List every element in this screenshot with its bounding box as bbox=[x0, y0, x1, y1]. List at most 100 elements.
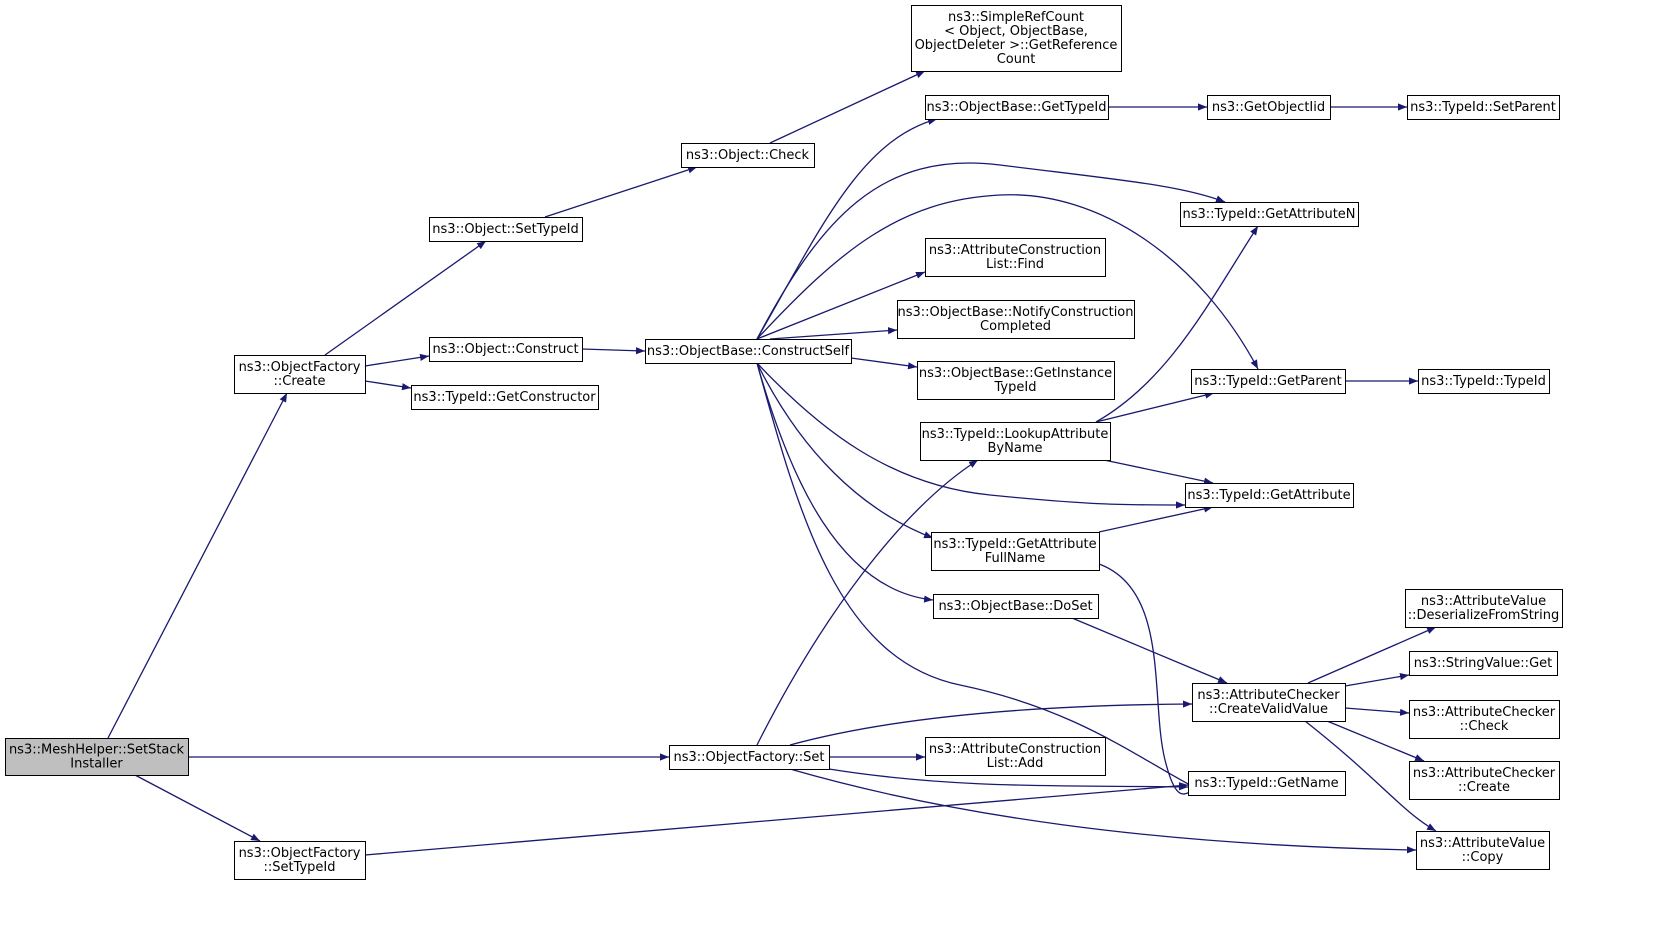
node-av_deserialize[interactable]: ns3::AttributeValue::DeserializeFromStri… bbox=[1405, 589, 1563, 628]
node-label-line: ns3::Object::SetTypeId bbox=[432, 222, 578, 237]
node-label-line: ns3::AttributeConstruction bbox=[929, 742, 1101, 757]
node-label-line: ns3::ObjectFactory::Set bbox=[673, 750, 824, 765]
node-label-line: ns3::TypeId::TypeId bbox=[1421, 374, 1546, 389]
node-sv_get[interactable]: ns3::StringValue::Get bbox=[1409, 651, 1558, 676]
node-label-line: ns3::AttributeChecker bbox=[1197, 688, 1340, 703]
edge-tid_lookup-to-tid_getattribute bbox=[1103, 459, 1214, 485]
node-obj_construct[interactable]: ns3::Object::Construct bbox=[429, 337, 583, 362]
node-label-line: ns3::TypeId::SetParent bbox=[1410, 100, 1556, 115]
node-label-line: ::Create bbox=[274, 374, 326, 389]
node-label-line: ns3::AttributeConstruction bbox=[929, 243, 1101, 258]
edge-of_settypeid-to-tid_getname bbox=[364, 782, 1189, 856]
node-ob_gettypeid[interactable]: ns3::ObjectBase::GetTypeId bbox=[925, 95, 1109, 120]
edge-ob_constructself-to-tid_getattributen bbox=[756, 162, 1226, 340]
node-av_copy[interactable]: ns3::AttributeValue::Copy bbox=[1416, 831, 1550, 870]
edge-obj_settypeid-to-obj_check bbox=[544, 166, 698, 218]
edge-ob_constructself-to-tid_getattribute bbox=[756, 362, 1186, 509]
node-getobjectiid[interactable]: ns3::GetObjectIid bbox=[1207, 95, 1331, 120]
node-ob_notify[interactable]: ns3::ObjectBase::NotifyConstructionCompl… bbox=[897, 300, 1135, 339]
edge-ac_createvalid-to-av_copy bbox=[1304, 720, 1437, 832]
node-label-line: ns3::ObjectBase::GetInstance bbox=[919, 366, 1112, 381]
edge-ob_constructself-to-ob_getinstance bbox=[850, 357, 918, 370]
node-of_settypeid[interactable]: ns3::ObjectFactory::SetTypeId bbox=[234, 841, 366, 880]
node-tid_getconstructor[interactable]: ns3::TypeId::GetConstructor bbox=[411, 385, 599, 410]
node-label-line: ns3::TypeId::GetParent bbox=[1194, 374, 1342, 389]
node-label-line: ns3::StringValue::Get bbox=[1414, 656, 1552, 671]
node-ob_constructself[interactable]: ns3::ObjectBase::ConstructSelf bbox=[645, 339, 852, 364]
edge-ob_constructself-to-ob_notify bbox=[769, 327, 898, 340]
node-label-line: ByName bbox=[988, 441, 1043, 456]
edge-tid_getattrfullname-to-tid_getattribute bbox=[1098, 505, 1214, 533]
edge-of_create-to-tid_getconstructor bbox=[364, 380, 412, 391]
node-obj_settypeid[interactable]: ns3::Object::SetTypeId bbox=[429, 217, 583, 242]
node-label-line: ns3::TypeId::GetName bbox=[1194, 776, 1338, 791]
node-label-line: ns3::TypeId::GetConstructor bbox=[413, 390, 596, 405]
node-tid_typeid[interactable]: ns3::TypeId::TypeId bbox=[1418, 369, 1550, 394]
node-ac_create[interactable]: ns3::AttributeChecker::Create bbox=[1409, 761, 1560, 800]
node-tid_getattribute[interactable]: ns3::TypeId::GetAttribute bbox=[1185, 483, 1354, 508]
node-label-line: List::Find bbox=[986, 257, 1044, 272]
node-tid_getname[interactable]: ns3::TypeId::GetName bbox=[1188, 771, 1346, 796]
edge-tid_lookup-to-tid_getparent bbox=[1095, 391, 1215, 423]
node-label-line: ns3::TypeId::GetAttribute bbox=[933, 537, 1096, 552]
node-label-line: ns3::AttributeChecker bbox=[1413, 705, 1556, 720]
edge-tid_getattrfullname-to-tid_getname bbox=[1098, 563, 1208, 795]
node-of_create[interactable]: ns3::ObjectFactory::Create bbox=[234, 355, 366, 394]
node-label-line: TypeId bbox=[994, 380, 1037, 395]
edge-ob_constructself-to-tid_getattrfullname bbox=[756, 362, 934, 539]
node-tid_getparent[interactable]: ns3::TypeId::GetParent bbox=[1191, 369, 1346, 394]
edge-obj_check-to-srefcount bbox=[769, 70, 926, 144]
node-label-line: Installer bbox=[70, 757, 123, 772]
node-label-line: ns3::ObjectFactory bbox=[239, 360, 361, 375]
node-label-line: ns3::SimpleRefCount bbox=[948, 10, 1084, 25]
node-label-line: ns3::ObjectBase::NotifyConstruction bbox=[898, 305, 1134, 320]
edge-ac_createvalid-to-sv_get bbox=[1344, 672, 1410, 687]
edge-ac_createvalid-to-ac_check bbox=[1344, 707, 1410, 716]
node-label-line: Count bbox=[997, 52, 1036, 67]
node-label-line: ::Check bbox=[1460, 719, 1509, 734]
node-tid_getattributen[interactable]: ns3::TypeId::GetAttributeN bbox=[1180, 202, 1359, 227]
edge-of_create-to-obj_settypeid bbox=[324, 240, 487, 356]
node-label-line: ::CreateValidValue bbox=[1209, 702, 1328, 717]
edge-of_set-to-ac_createvalid bbox=[789, 700, 1193, 746]
node-srefcount[interactable]: ns3::SimpleRefCount< Object, ObjectBase,… bbox=[911, 5, 1122, 72]
node-ac_createvalid[interactable]: ns3::AttributeChecker::CreateValidValue bbox=[1192, 683, 1346, 722]
node-label-line: FullName bbox=[985, 551, 1046, 566]
edge-root-to-of_settypeid bbox=[134, 774, 261, 842]
edge-of_set-to-tid_getname bbox=[828, 768, 1189, 791]
edges bbox=[107, 70, 1437, 856]
edge-obj_construct-to-ob_constructself bbox=[581, 347, 646, 355]
nodes: ns3::MeshHelper::SetStackInstallerns3::O… bbox=[5, 5, 1563, 880]
node-tid_setparent[interactable]: ns3::TypeId::SetParent bbox=[1407, 95, 1560, 120]
edge-ob_doset-to-ac_createvalid bbox=[1071, 617, 1228, 684]
node-label-line: ::SetTypeId bbox=[263, 860, 335, 875]
edge-ob_constructself-to-tid_getname bbox=[756, 362, 1206, 794]
node-label-line: ns3::TypeId::GetAttributeN bbox=[1182, 207, 1355, 222]
edge-ac_createvalid-to-av_deserialize bbox=[1307, 626, 1437, 684]
node-label-line: ns3::Object::Check bbox=[686, 148, 810, 163]
node-label-line: ns3::TypeId::GetAttribute bbox=[1187, 488, 1350, 503]
edge-ac_createvalid-to-ac_create bbox=[1326, 720, 1425, 762]
node-label-line: ns3::Object::Construct bbox=[432, 342, 578, 357]
node-label-line: ns3::AttributeChecker bbox=[1413, 766, 1556, 781]
node-of_set[interactable]: ns3::ObjectFactory::Set bbox=[669, 745, 830, 770]
edge-ob_constructself-to-tid_getparent bbox=[756, 194, 1259, 370]
node-label-line: < Object, ObjectBase, bbox=[944, 24, 1088, 39]
node-ob_doset[interactable]: ns3::ObjectBase::DoSet bbox=[933, 594, 1099, 619]
edge-ob_constructself-to-ob_doset bbox=[756, 362, 934, 603]
node-label-line: ns3::AttributeValue bbox=[1421, 594, 1546, 609]
node-label-line: ns3::MeshHelper::SetStack bbox=[9, 743, 185, 758]
edge-of_create-to-obj_construct bbox=[364, 353, 430, 367]
node-ac_check[interactable]: ns3::AttributeChecker::Check bbox=[1409, 700, 1560, 739]
edge-of_set-to-av_copy bbox=[789, 768, 1417, 854]
node-label-line: ::DeserializeFromString bbox=[1408, 608, 1560, 623]
node-obj_check[interactable]: ns3::Object::Check bbox=[681, 143, 815, 168]
edge-ob_constructself-to-acl_find bbox=[756, 271, 926, 340]
